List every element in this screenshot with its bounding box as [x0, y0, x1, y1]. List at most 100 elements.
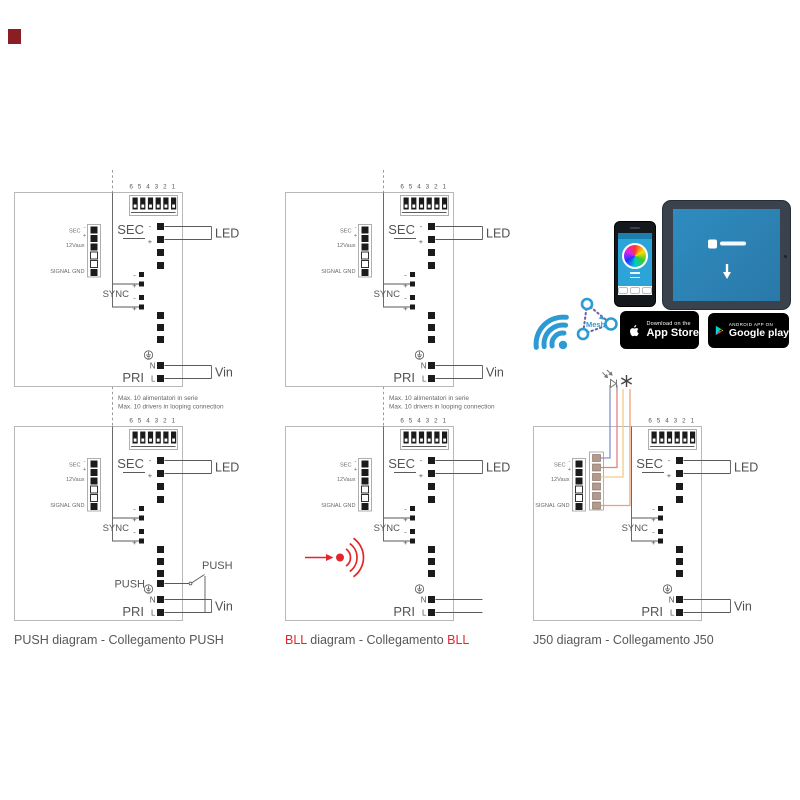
dip-switch-numbers: 6 5 4 3 2 1 — [400, 418, 447, 425]
sec-minus: - — [149, 456, 152, 465]
sync-label: SYNC — [103, 289, 130, 300]
led-label: LED — [215, 461, 239, 475]
earth-ground-icon — [662, 584, 673, 594]
sync-rail — [112, 426, 139, 542]
aux-12vaux-label: 12Vaux — [66, 243, 85, 249]
vin-label: Vin — [486, 366, 504, 380]
vin-input: Vin — [211, 365, 233, 380]
pri-n-label: N — [421, 596, 427, 605]
pri-l-label: L — [151, 375, 156, 384]
aux-connector: SEC - + 12Vaux SIGNAL GND — [50, 458, 101, 512]
driver-outline — [14, 426, 183, 621]
svg-text:+: + — [354, 467, 357, 473]
j50-plug-connector — [589, 451, 604, 511]
led-output: LED — [435, 226, 510, 241]
svg-text:-: - — [404, 294, 407, 303]
sec-plus: + — [148, 237, 153, 246]
play-logo-icon — [715, 325, 724, 336]
sync-terminals: SYNC - + - + — [374, 192, 415, 313]
push-terminal-label: PUSH — [114, 579, 145, 591]
aux-connector: SEC - + 12Vaux SIGNAL GND — [535, 458, 586, 512]
svg-text:SIGNAL GND: SIGNAL GND — [535, 503, 569, 509]
appstore-tagline: Download on the — [646, 320, 691, 327]
dip-switch-levers — [402, 431, 448, 447]
sec-plus: + — [667, 471, 672, 480]
svg-text:+: + — [132, 304, 137, 313]
max-drivers-note-line2: Max. 10 drivers in looping connection — [389, 404, 495, 411]
tablet-screen — [673, 209, 780, 301]
vin-input: Vin — [211, 599, 233, 614]
wire-blue — [600, 392, 611, 459]
vin-label: Vin — [734, 600, 752, 614]
dip-switch: 6 5 4 3 2 1 — [129, 184, 178, 216]
pri-section: PRI N L — [122, 362, 212, 385]
svg-text:-: - — [355, 225, 357, 231]
sec-minus: - — [149, 222, 152, 231]
sec-plus: + — [419, 237, 424, 246]
aux-signal-gnd-label: SIGNAL GND — [50, 503, 84, 509]
svg-text:12Vaux: 12Vaux — [551, 477, 570, 483]
dip-switch: 6 5 4 3 2 1 — [129, 418, 178, 450]
svg-text:SEC: SEC — [554, 463, 566, 469]
driver-module-diagram: Max. 10 alimentatori in serie Max. 10 dr… — [285, 418, 510, 621]
pri-label: PRI — [641, 604, 663, 619]
sec-plus: + — [148, 471, 153, 480]
dip-switch-levers — [650, 431, 696, 447]
aux-sec-label: SEC — [340, 463, 352, 469]
sec-minus: - — [420, 456, 423, 465]
loop-dashed-line-bottom: Max. 10 alimentatori in serie Max. 10 dr… — [383, 386, 495, 428]
sec-section: SEC - + — [388, 222, 424, 246]
svg-text:-: - — [84, 459, 86, 465]
svg-text:+: + — [403, 304, 408, 313]
pri-l-label: L — [151, 609, 156, 618]
svg-text:+: + — [651, 515, 656, 524]
dip-switch: 6 5 4 3 2 1 — [400, 184, 449, 216]
sync-label: SYNC — [374, 523, 401, 534]
caption-j50: J50 diagram - Collegamento J50 — [533, 633, 714, 647]
pri-label: PRI — [393, 370, 415, 385]
earth-ground-icon — [143, 350, 154, 360]
phone-app-header — [618, 233, 652, 239]
aux-signal-gnd-label: SIGNAL GND — [321, 269, 355, 275]
pri-n-label: N — [669, 596, 675, 605]
svg-text:-: - — [133, 505, 136, 514]
googleplay-title: Google play — [728, 327, 789, 340]
led-label: LED — [486, 461, 510, 475]
svg-text:-: - — [404, 528, 407, 537]
wire-red — [600, 392, 618, 469]
sync-rail — [112, 192, 139, 308]
sec-section: SEC - + — [117, 456, 153, 480]
aux-12vaux-label: 12Vaux — [66, 477, 85, 483]
caption-bll: BLL diagram - Collegamento BLL — [285, 633, 470, 647]
pri-l-label: L — [670, 609, 675, 618]
driver-module-diagram: Max. 10 alimentatori in serie Max. 10 dr… — [14, 170, 239, 428]
pri-section: PRI N L — [393, 596, 483, 619]
aux-signal-gnd-label: SIGNAL GND — [321, 503, 355, 509]
pri-l-label: L — [422, 609, 427, 618]
aux-12vaux-label: 12Vaux — [337, 243, 356, 249]
phone-speaker — [630, 227, 640, 229]
vin-label: Vin — [215, 366, 233, 380]
aux-sec-label: SEC — [340, 229, 352, 235]
app-store-badge: Download on the App Store — [620, 311, 699, 349]
sync-rail — [383, 192, 410, 308]
loop-dashed-line-bottom: Max. 10 alimentatori in serie Max. 10 dr… — [112, 386, 224, 428]
aux-12vaux-label: 12Vaux — [337, 477, 356, 483]
caption-push: PUSH diagram - Collegamento PUSH — [14, 633, 224, 647]
dip-switch: 6 5 4 3 2 1 — [648, 418, 697, 450]
output-terminals — [676, 457, 683, 616]
aux-signal-gnd-label: SIGNAL GND — [50, 269, 84, 275]
sec-plus: + — [419, 471, 424, 480]
aux-sec-label: SEC — [69, 229, 81, 235]
svg-text:-: - — [133, 271, 136, 280]
aux-connector: SEC - + 12Vaux SIGNAL GND — [50, 224, 101, 278]
sec-label: SEC — [388, 222, 415, 237]
wire-orange — [600, 389, 631, 507]
appstore-title: App Store — [646, 326, 699, 339]
svg-text:+: + — [83, 467, 86, 473]
led-output: LED — [683, 460, 758, 475]
svg-text:-: - — [404, 271, 407, 280]
ir-receiver-icon — [602, 369, 618, 392]
led-output: LED — [164, 460, 239, 475]
